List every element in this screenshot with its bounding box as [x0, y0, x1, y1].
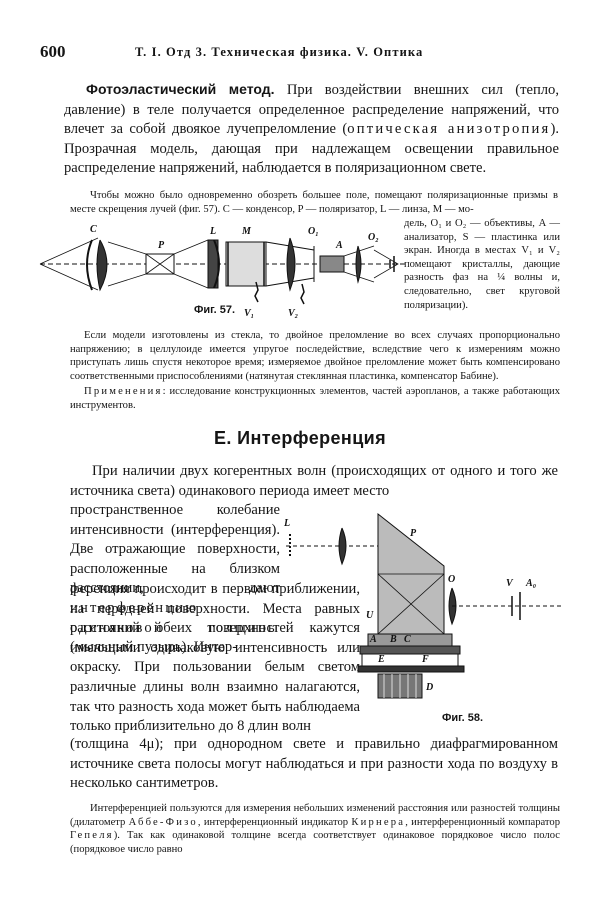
photoelastic-text-1: При воздействии внешних сил (тепло, давл… — [64, 82, 560, 138]
fig58-label-c: C — [404, 634, 411, 645]
fig58-label-l: L — [283, 518, 290, 529]
interference-b2: (мыльный пузырь). Интер- — [70, 639, 238, 656]
fig58-label-u: U — [366, 610, 374, 621]
photoelastic-title: Фотоэластический метод. — [86, 81, 275, 97]
applications-label: Применения — [84, 386, 163, 397]
fig57-label-v1: V₁ — [244, 308, 254, 319]
fig57-label-l: L — [209, 226, 216, 237]
page-header: 600 Т. I. Отд 3. Техническая физика. V. … — [40, 42, 570, 64]
interferometers-name-1: Аббе-Физо — [128, 816, 198, 828]
interference-text-b: пространственное колебание интенсивности… — [70, 501, 280, 658]
interference-text-c: ференция происходит в первом приближении… — [70, 581, 360, 735]
page-number: 600 — [40, 42, 66, 61]
interferometers-text-3: , интерференционный компаратор — [405, 816, 561, 828]
fig58-label-v: V — [506, 578, 514, 589]
interferometers-name-2: Кирнера — [351, 816, 406, 828]
photoelastic-text-2: ). Прозрачная модель, дающая при надлежа… — [64, 121, 559, 177]
fig58-label-a: A — [369, 634, 377, 645]
fig58-label-o: O — [448, 574, 455, 585]
section-heading: Е. Интерференция — [213, 428, 387, 448]
applications-text: : исследование конструкционных элементов… — [70, 386, 560, 411]
interferometers-paragraph: Интерференцией пользуются для измерения … — [70, 802, 560, 856]
running-title: Т. I. Отд 3. Техническая физика. V. Опти… — [135, 45, 424, 59]
fig58-label-a0: A₀ — [525, 578, 537, 589]
photoelastic-term: оптическая анизотропия — [347, 121, 551, 138]
fig58-caption: Фиг. 58. — [442, 712, 484, 724]
fig58-label-f: F — [421, 654, 429, 665]
fig57-label-a: A — [335, 240, 343, 251]
interference-b1: пространственное колебание интенсивности… — [70, 502, 280, 597]
photoelastic-paragraph: Фотоэластический метод. При воздействии … — [64, 80, 559, 179]
fig57-text-top: Чтобы можно было одновременно обозреть б… — [70, 190, 558, 215]
fig57-label-m: M — [241, 226, 252, 237]
fig57-label-c: C — [90, 224, 97, 235]
fig57-caption: Фиг. 57. — [194, 304, 236, 316]
applications-paragraph: Применения: исследование конструкционных… — [70, 385, 560, 412]
fig57-label-p: P — [158, 240, 165, 251]
fig58-label-d: D — [425, 682, 433, 693]
interferometers-name-3: Гепеля — [70, 830, 114, 842]
fig57-label-v2: V₂ — [288, 308, 298, 319]
figure-58-interferometer: L P O V A₀ U A B C E F D — [283, 512, 564, 699]
fig58-label-p: P — [410, 528, 417, 539]
interference-intro: При наличии двух когерентных волн (проис… — [70, 463, 558, 499]
interferometers-text-2: , интерференционный индикатор — [197, 816, 352, 828]
glass-models-paragraph: Если модели изготовлены из стекла, то дв… — [70, 330, 560, 382]
interferometers-text-1: Интерференцией пользуются для измерения … — [70, 803, 560, 828]
interference-text-d: (толщина 4μ); при однородном свете и пра… — [70, 736, 558, 792]
fig57-label-o2: O₂ — [368, 232, 379, 243]
fig57-text-side: дель, O₁ и O₂ — объективы, A — анализато… — [404, 218, 560, 311]
interference-term: интерференцию одинаковой толщины — [70, 599, 280, 636]
figure-57-polariscope: C P L M O₁ A O₂ V₁ V₂ — [39, 224, 406, 319]
interferometers-text-4: ). Так как одинаковой толщине всегда соо… — [70, 830, 560, 855]
fig58-label-e: E — [377, 654, 385, 665]
fig57-label-o1: O₁ — [308, 226, 319, 237]
fig58-label-b: B — [389, 634, 397, 645]
